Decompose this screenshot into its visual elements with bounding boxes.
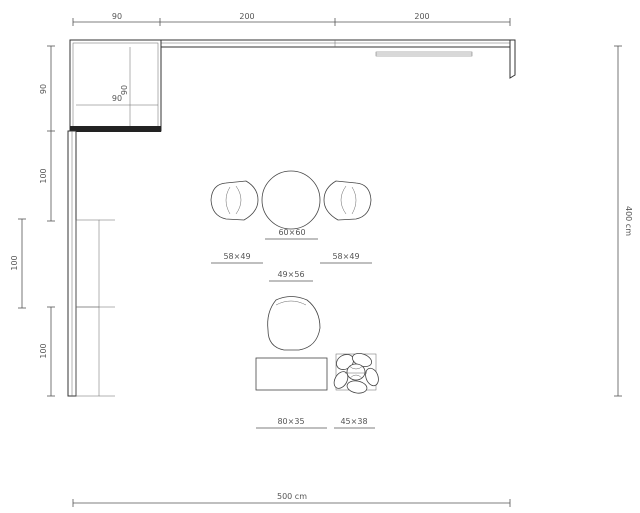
dim-cabinet-height: 90: [120, 85, 129, 95]
bottom-dimension: 500 cm: [72, 492, 511, 507]
chair-right: [323, 180, 372, 221]
dim-left-outer: 100: [10, 255, 19, 270]
dim-armchair: 49×56: [277, 270, 304, 279]
corner-cabinet: 90 90: [69, 39, 162, 132]
furniture-dimensions: 60×60 58×49 58×49 49×56 80×35 45×38: [211, 228, 375, 429]
top-dimensions: 90 200 200: [72, 12, 511, 26]
dim-cabinet-width: 90: [112, 94, 122, 103]
dim-chair-left: 58×49: [223, 252, 250, 261]
dim-sideboard: 80×35: [277, 417, 304, 426]
top-wall-shelf: [156, 39, 516, 79]
dim-bottom-total: 500 cm: [277, 492, 307, 501]
plant-icon: [333, 353, 379, 394]
dim-top-mid: 200: [239, 12, 254, 21]
dim-left-lower: 100: [39, 343, 48, 358]
dining-table: [261, 170, 321, 230]
dim-plant: 45×38: [340, 417, 367, 426]
left-dimensions: 90 100 100 100: [10, 45, 55, 397]
sideboard: [255, 357, 328, 391]
chair-left: [210, 180, 259, 221]
dim-top-left: 90: [112, 12, 122, 21]
right-dimension: 400 cm: [614, 45, 633, 397]
left-wall-shelf: [67, 130, 115, 397]
dim-chair-right: 58×49: [332, 252, 359, 261]
dim-top-right: 200: [414, 12, 429, 21]
dim-left-upper: 90: [39, 84, 48, 94]
armchair: [267, 296, 321, 351]
dim-left-mid: 100: [39, 168, 48, 183]
dim-table: 60×60: [278, 228, 305, 237]
dim-right-total: 400 cm: [624, 206, 633, 236]
